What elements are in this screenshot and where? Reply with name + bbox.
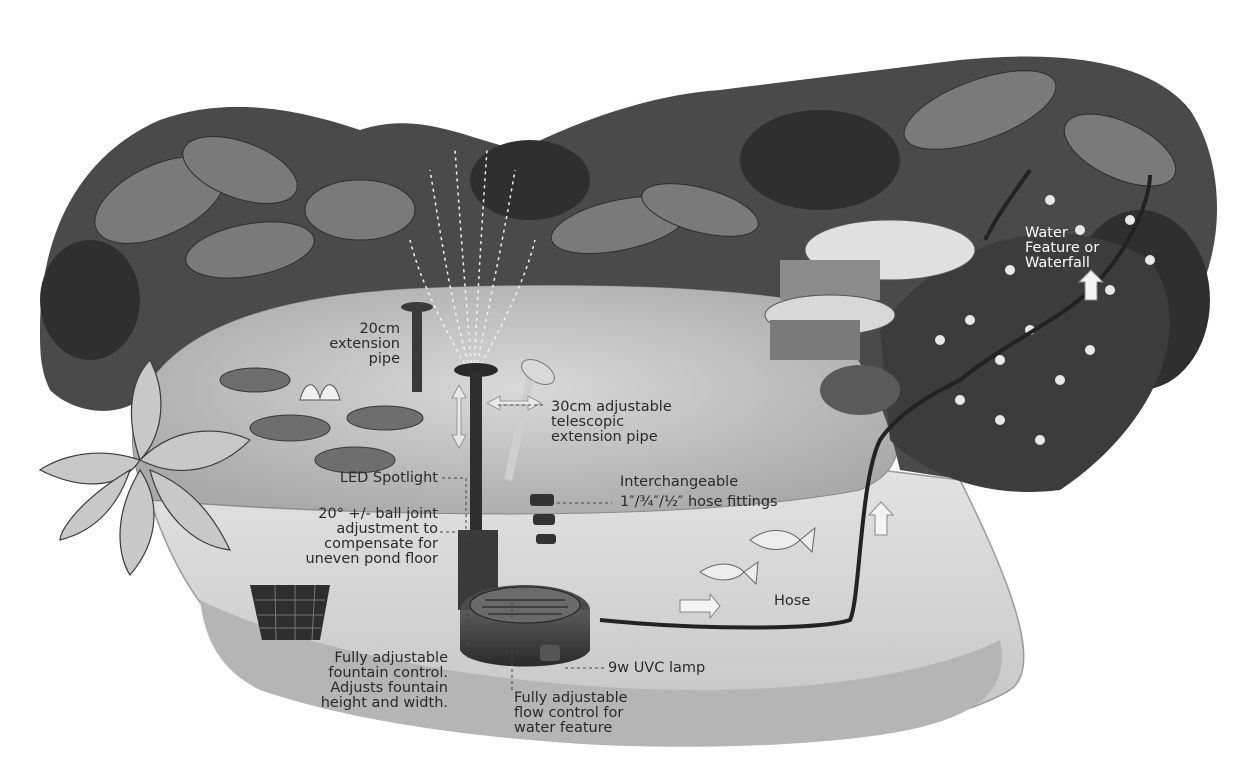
extension-pipe-label: 20cm extension pipe (329, 321, 400, 367)
ball-joint-label: 20° +/- ball joint adjustment to compens… (305, 506, 438, 567)
uvc-lamp-label: 9w UVC lamp (608, 660, 706, 676)
fountain-spray (409, 149, 536, 371)
hose-fittings-art (530, 494, 556, 544)
adjust-arrows (451, 384, 542, 449)
pump-art (458, 530, 590, 667)
fountain-head-art (454, 359, 555, 552)
waterfall (764, 219, 976, 415)
planting-basket (250, 584, 330, 641)
flow-arrows (679, 269, 1105, 620)
fountain-control-label: Fully adjustable fountain control. Adjus… (320, 650, 448, 711)
leader-lines (440, 233, 1020, 690)
telescopic-pipe-label: 30cm adjustable telescopic extension pip… (551, 399, 672, 445)
hose-label: Hose (774, 593, 811, 609)
extension-pipe-art (401, 302, 433, 392)
water-feature-label: Water Feature or Waterfall (1025, 225, 1100, 271)
lily-pads (219, 367, 424, 474)
pond-floor (200, 600, 1002, 747)
leaf-clusters (94, 70, 1177, 279)
led-spotlight-label: LED Spotlight (339, 470, 438, 486)
hose-fittings-sizes: 1″/¾″/½″ hose fittings (620, 494, 778, 510)
fish (699, 526, 816, 586)
hose-upper (983, 168, 1032, 241)
flow-control-label: Fully adjustable flow control for water … (514, 690, 628, 736)
hose-fittings-title: Interchangeable (620, 474, 739, 490)
hosta-plant (38, 358, 252, 576)
water-lily-flower (299, 384, 341, 401)
